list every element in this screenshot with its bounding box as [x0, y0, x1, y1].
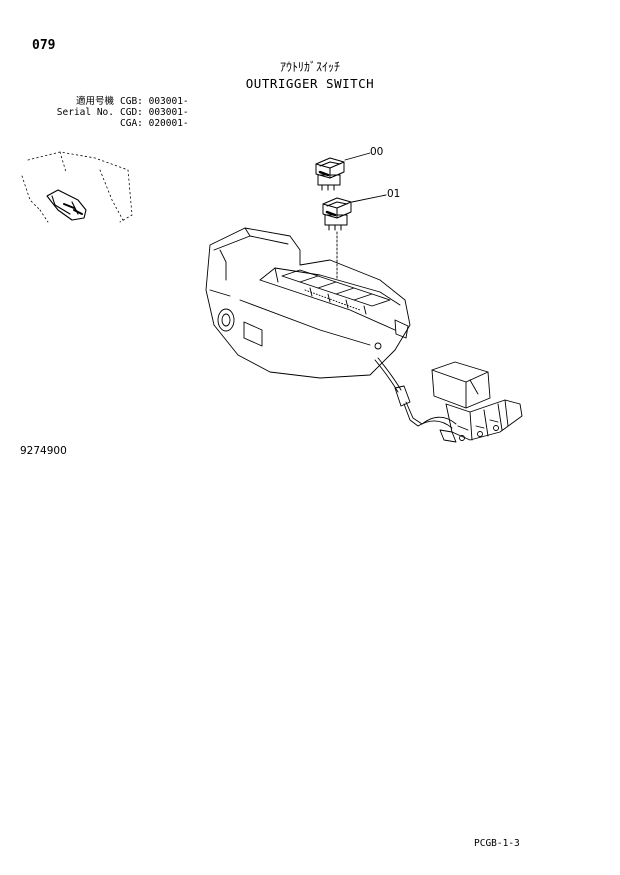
switch-01 — [322, 197, 352, 231]
leader-line-00 — [344, 152, 371, 161]
applicability-row: CGA: 020001- — [40, 118, 189, 129]
title-japanese: ｱｳﾄﾘｶﾞｽｲｯﾁ — [279, 60, 340, 74]
applicability-label: Serial No. — [56, 107, 114, 118]
callout-01: 01 — [387, 188, 401, 200]
page-reference: PCGB-1-3 — [474, 838, 520, 849]
applicability-block: 適用号機 CGB: 003001- Serial No. CGD: 003001… — [40, 96, 189, 129]
callout-00: 00 — [370, 146, 384, 158]
applicability-label: 適用号機 — [75, 96, 114, 107]
page-number: 079 — [32, 38, 56, 53]
title-english: OUTRIGGER SWITCH — [245, 76, 375, 91]
applicability-value: CGA: 020001- — [120, 118, 189, 129]
drawing-number: 9274900 — [20, 445, 67, 457]
leader-line-01 — [351, 194, 387, 203]
control-console — [205, 227, 411, 379]
thumbnail-console-icon — [46, 189, 87, 221]
applicability-row: 適用号機 CGB: 003001- — [40, 96, 189, 107]
applicability-value: CGB: 003001- — [120, 96, 189, 107]
applicability-row: Serial No. CGD: 003001- — [40, 107, 189, 118]
machine-location-thumbnail — [21, 151, 133, 223]
switch-00 — [315, 157, 345, 191]
applicability-value: CGD: 003001- — [120, 107, 189, 118]
connector-assembly — [431, 361, 523, 443]
wire-harness — [374, 357, 457, 429]
